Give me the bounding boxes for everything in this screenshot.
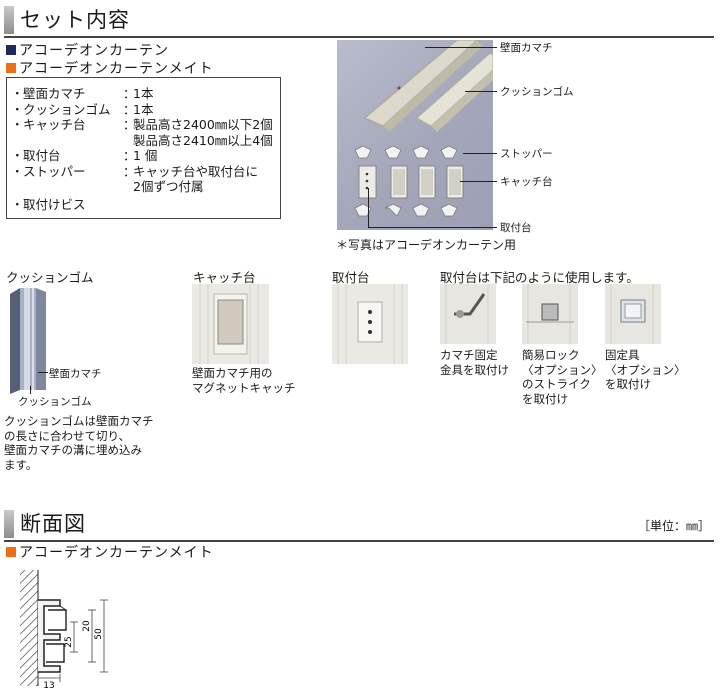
product-heading-curtain-mate: アコーデオンカーテンメイト	[6, 58, 214, 78]
item-label: 壁面カマチ	[23, 86, 86, 101]
product-name: アコーデオンカーテン	[19, 43, 169, 59]
list-item: ・キャッチ台：製品高さ2400㎜以下2個 製品高さ2410㎜以上4個	[11, 117, 273, 148]
callout-line	[38, 372, 48, 373]
list-item: ・取付けビス	[11, 197, 280, 213]
fixing-tool-illustration	[605, 284, 661, 344]
item-value: キャッチ台や取付台に 2個ずつ付属	[133, 163, 259, 195]
usage-photo-3	[605, 284, 661, 344]
callout-cushion: クッションゴム	[500, 86, 574, 98]
cushion-rubber-illustration	[10, 288, 46, 394]
contents-list: ・壁面カマチ：1本 ・クッションゴム：1本 ・キャッチ台：製品高さ2400㎜以下…	[6, 77, 281, 219]
usage-photo-2	[522, 284, 578, 344]
list-item: ・クッションゴム：1本	[11, 101, 154, 117]
product-photo	[337, 40, 493, 230]
list-item: ・取付台：1 個	[11, 148, 158, 163]
unit-label: ［単位：㎜］	[637, 519, 710, 533]
section-header-cross-section: 断面図	[0, 508, 720, 542]
section-marker	[4, 510, 14, 538]
usage-description-2: 簡易ロック 〈オプション〉 のストライク を取付け	[522, 348, 603, 406]
callout-mount: 取付台	[500, 222, 532, 234]
orange-square-icon	[6, 547, 16, 557]
usage-description-3: 固定具 〈オプション〉 を取付け	[605, 348, 686, 391]
item-label: 取付台	[23, 148, 61, 163]
callout-line	[463, 153, 497, 154]
item-value: 1本	[133, 86, 154, 101]
section-marker	[4, 6, 14, 34]
list-item: ・ストッパー：キャッチ台や取付台に 2個ずつ付属	[11, 163, 259, 195]
callout-line	[425, 47, 497, 48]
item-value: 1 個	[133, 148, 158, 163]
section-title: セット内容	[20, 8, 130, 32]
label-wall-frame: 壁面カマチ	[49, 368, 102, 380]
callout-line	[368, 188, 369, 228]
item-label: ストッパー	[23, 163, 86, 179]
callout-stopper: ストッパー	[500, 148, 553, 160]
product-photo-illustration	[354, 40, 493, 217]
photo-note: ＊写真はアコーデオンカーテン用	[336, 238, 517, 252]
orange-square-icon	[6, 63, 16, 73]
navy-square-icon	[6, 45, 16, 55]
usage-photo-1	[440, 284, 496, 344]
section-title: 断面図	[20, 512, 86, 536]
list-item: ・壁面カマチ：1本	[11, 86, 154, 101]
cushion-title: クッションゴム	[6, 270, 94, 285]
product-name: アコーデオンカーテンメイト	[19, 545, 214, 561]
item-value: 1本	[133, 101, 154, 117]
product-heading-curtain-mate: アコーデオンカーテンメイト	[6, 542, 214, 562]
callout-line	[460, 181, 497, 182]
mount-title: 取付台	[332, 270, 370, 285]
product-heading-curtain: アコーデオンカーテン	[6, 40, 169, 60]
item-value: 製品高さ2400㎜以下2個 製品高さ2410㎜以上4個	[133, 117, 273, 148]
item-label: クッションゴム	[23, 101, 111, 117]
callout-wall-frame: 壁面カマチ	[500, 42, 553, 54]
label-cushion: クッションゴム	[18, 396, 92, 408]
item-label: キャッチ台	[23, 117, 86, 132]
dim-50: 50	[94, 628, 104, 640]
section-header-set-contents: セット内容	[0, 4, 720, 38]
dim-13: 13	[43, 681, 54, 690]
cross-section-drawing: 25 20 50 13	[20, 570, 108, 690]
cushion-description: クッションゴムは壁面カマチ の長さに合わせて切り、 壁面カマチの溝に埋め込み ま…	[4, 414, 154, 472]
usage-title: 取付台は下記のように使用します。	[440, 270, 639, 285]
section-rule	[4, 36, 714, 38]
mount-photo	[332, 284, 408, 364]
dim-25: 25	[64, 636, 74, 647]
callout-line	[30, 386, 31, 394]
usage-description-1: カマチ固定 金具を取付け	[440, 348, 509, 377]
callout-line	[368, 227, 497, 228]
catch-illustration	[192, 284, 269, 364]
catch-photo	[192, 284, 269, 364]
callout-catch: キャッチ台	[500, 176, 553, 188]
item-label: 取付けビス	[23, 196, 86, 212]
section-rule	[4, 540, 714, 542]
callout-line	[465, 91, 497, 92]
catch-description: 壁面カマチ用の マグネットキャッチ	[192, 366, 296, 395]
catch-title: キャッチ台	[193, 270, 256, 285]
frame-fixing-bracket-illustration	[440, 284, 496, 344]
product-name: アコーデオンカーテンメイト	[19, 61, 214, 77]
dim-20: 20	[82, 620, 92, 632]
lock-strike-illustration	[522, 284, 578, 344]
mount-illustration	[332, 284, 408, 364]
